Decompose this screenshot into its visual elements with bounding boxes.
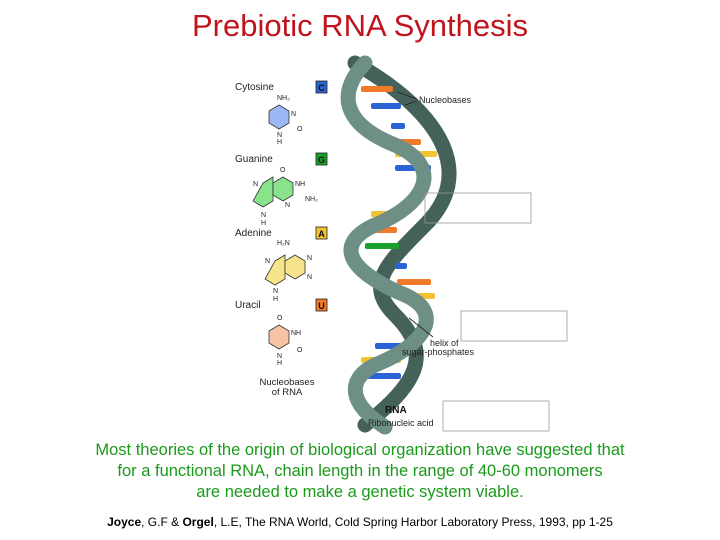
rna-figure: Cytosine C NH₂ N O N H Guanine G O NH NH… bbox=[235, 55, 568, 435]
svg-text:O: O bbox=[297, 347, 303, 354]
uracil-entry: Uracil U O NH O N H bbox=[235, 298, 328, 367]
guanine-entry: Guanine G O NH NH₂ N N N H bbox=[235, 152, 328, 227]
summary-text: Most theories of the origin of biologica… bbox=[40, 440, 680, 503]
summary-line: are needed to make a genetic system viab… bbox=[196, 483, 524, 501]
svg-text:NH: NH bbox=[295, 181, 305, 188]
cytosine-ring-icon bbox=[268, 104, 290, 130]
base-pair bbox=[397, 279, 431, 285]
svg-text:N: N bbox=[307, 255, 312, 262]
uracil-label: Uracil bbox=[235, 300, 261, 311]
cytosine-label: Cytosine bbox=[235, 82, 274, 93]
svg-text:A: A bbox=[318, 229, 325, 239]
svg-text:H: H bbox=[277, 360, 282, 367]
blank-box bbox=[424, 192, 532, 224]
svg-text:N: N bbox=[277, 353, 282, 360]
svg-text:N: N bbox=[261, 212, 266, 219]
svg-text:U: U bbox=[318, 301, 325, 311]
helix-pointer bbox=[408, 317, 434, 338]
nucleobases-pointer bbox=[396, 91, 418, 100]
base-pair bbox=[371, 103, 401, 109]
base-pair bbox=[391, 123, 405, 129]
summary-line: for a functional RNA, chain length in th… bbox=[117, 462, 603, 480]
svg-text:NH₂: NH₂ bbox=[305, 196, 318, 203]
svg-text:G: G bbox=[318, 155, 325, 165]
nucleobases-label: Nucleobases bbox=[419, 95, 472, 105]
svg-text:N: N bbox=[291, 111, 296, 118]
guanine-badge bbox=[315, 152, 328, 166]
guanine-label: Guanine bbox=[235, 154, 273, 165]
svg-text:O: O bbox=[280, 167, 286, 174]
uracil-ring-icon bbox=[268, 324, 290, 350]
helix-front-strand bbox=[340, 55, 434, 435]
svg-text:O: O bbox=[277, 315, 283, 322]
svg-text:C: C bbox=[318, 83, 325, 93]
svg-text:N: N bbox=[265, 258, 270, 265]
cytosine-badge bbox=[315, 80, 328, 94]
svg-text:N: N bbox=[277, 132, 282, 139]
summary-line: Most theories of the origin of biologica… bbox=[95, 441, 625, 459]
base-pair bbox=[395, 263, 407, 269]
base-pair bbox=[361, 86, 393, 92]
rna-title: RNA bbox=[385, 405, 407, 416]
adenine-ring6-icon bbox=[284, 254, 306, 280]
guanine-ring6-icon bbox=[272, 176, 294, 202]
rna-helix bbox=[340, 55, 457, 435]
cytosine-entry: Cytosine C NH₂ N O N H bbox=[235, 80, 328, 146]
nucleobases-caption-line1: Nucleobases bbox=[260, 377, 315, 388]
nucleobases-pointer bbox=[404, 100, 418, 106]
svg-text:NH₂: NH₂ bbox=[277, 95, 290, 102]
adenine-badge bbox=[315, 226, 328, 240]
svg-text:H: H bbox=[261, 220, 266, 227]
base-pair bbox=[365, 243, 399, 249]
citation-author-1: Joyce bbox=[107, 515, 142, 529]
rna-subtitle: Ribonucleic acid bbox=[368, 418, 434, 428]
svg-text:H₂N: H₂N bbox=[277, 240, 290, 247]
helix-label-line1: helix of bbox=[430, 338, 459, 348]
svg-text:N: N bbox=[285, 202, 290, 209]
adenine-ring5-icon bbox=[264, 254, 286, 286]
svg-text:N: N bbox=[307, 274, 312, 281]
nucleobases-caption-line2: of RNA bbox=[272, 387, 303, 398]
adenine-entry: Adenine A H₂N N N N N H bbox=[235, 226, 328, 303]
helix-label-line2: sugar-phosphates bbox=[402, 347, 475, 357]
svg-text:N: N bbox=[253, 181, 258, 188]
guanine-ring5-icon bbox=[252, 176, 274, 208]
slide-title: Prebiotic RNA Synthesis bbox=[192, 8, 528, 43]
svg-text:O: O bbox=[297, 126, 303, 133]
blank-box bbox=[460, 310, 568, 342]
svg-text:N: N bbox=[273, 288, 278, 295]
citation-author-2: Orgel bbox=[182, 515, 214, 529]
svg-text:NH: NH bbox=[291, 330, 301, 337]
blank-box bbox=[442, 400, 550, 432]
uracil-badge bbox=[315, 298, 328, 312]
svg-text:H: H bbox=[277, 139, 282, 146]
helix-back-strand bbox=[347, 55, 457, 433]
svg-text:H: H bbox=[273, 296, 278, 303]
base-pair bbox=[367, 373, 401, 379]
adenine-label: Adenine bbox=[235, 228, 272, 239]
citation: Joyce, G.F & Orgel, L.E, The RNA World, … bbox=[107, 515, 613, 529]
